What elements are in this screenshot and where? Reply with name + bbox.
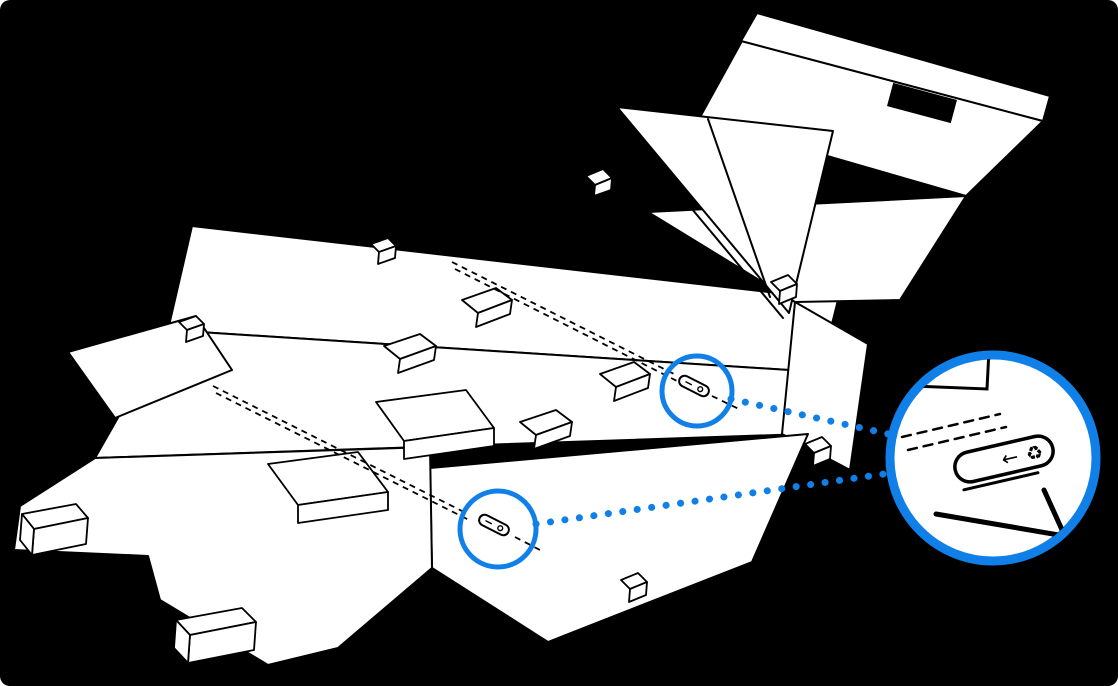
- callout-circle-upper: [659, 353, 735, 429]
- liner-flap-edge-line: [610, 111, 784, 319]
- handle-cutout: [887, 82, 957, 124]
- connector-dots-upper: [727, 395, 897, 439]
- recycle-icon: [697, 386, 704, 393]
- pull-tab-lower: [478, 513, 510, 537]
- box-panel-liner-flap: [616, 106, 834, 314]
- arrow-left-icon: ←: [999, 444, 1021, 471]
- box-panel-bottom-center: [429, 433, 809, 643]
- liner-flap-fold-line: [707, 118, 771, 298]
- magnifier-pull-tab: ← ♻: [953, 434, 1055, 492]
- perforation-row-2: [906, 425, 1008, 452]
- edge-bars: [19, 503, 257, 664]
- callout-circle-lower: [457, 488, 539, 570]
- tab-thickness-line: [962, 471, 1040, 492]
- box-panel-left-tip: [67, 315, 233, 419]
- insert-slabs: [267, 389, 495, 524]
- recycle-icon: ♻: [1024, 441, 1046, 466]
- box-panel-top-strip: [740, 12, 1051, 122]
- perforation-row-1: [900, 412, 1002, 439]
- tear-strip-lower: [212, 385, 541, 551]
- arrow-left-icon: [685, 381, 693, 386]
- tear-strip-upper: [451, 261, 742, 411]
- standoff-tabs: [178, 168, 832, 603]
- pull-tab-upper: [678, 374, 710, 398]
- arrow-left-icon: [485, 520, 493, 525]
- recycle-icon: [497, 525, 504, 532]
- magnifier: ← ♻: [885, 350, 1101, 566]
- magnifier-view: ← ♻: [894, 359, 1092, 557]
- box-artwork: [13, 12, 1051, 666]
- box-panel-right-wing: [781, 301, 869, 471]
- connector-dots-lower: [532, 469, 895, 528]
